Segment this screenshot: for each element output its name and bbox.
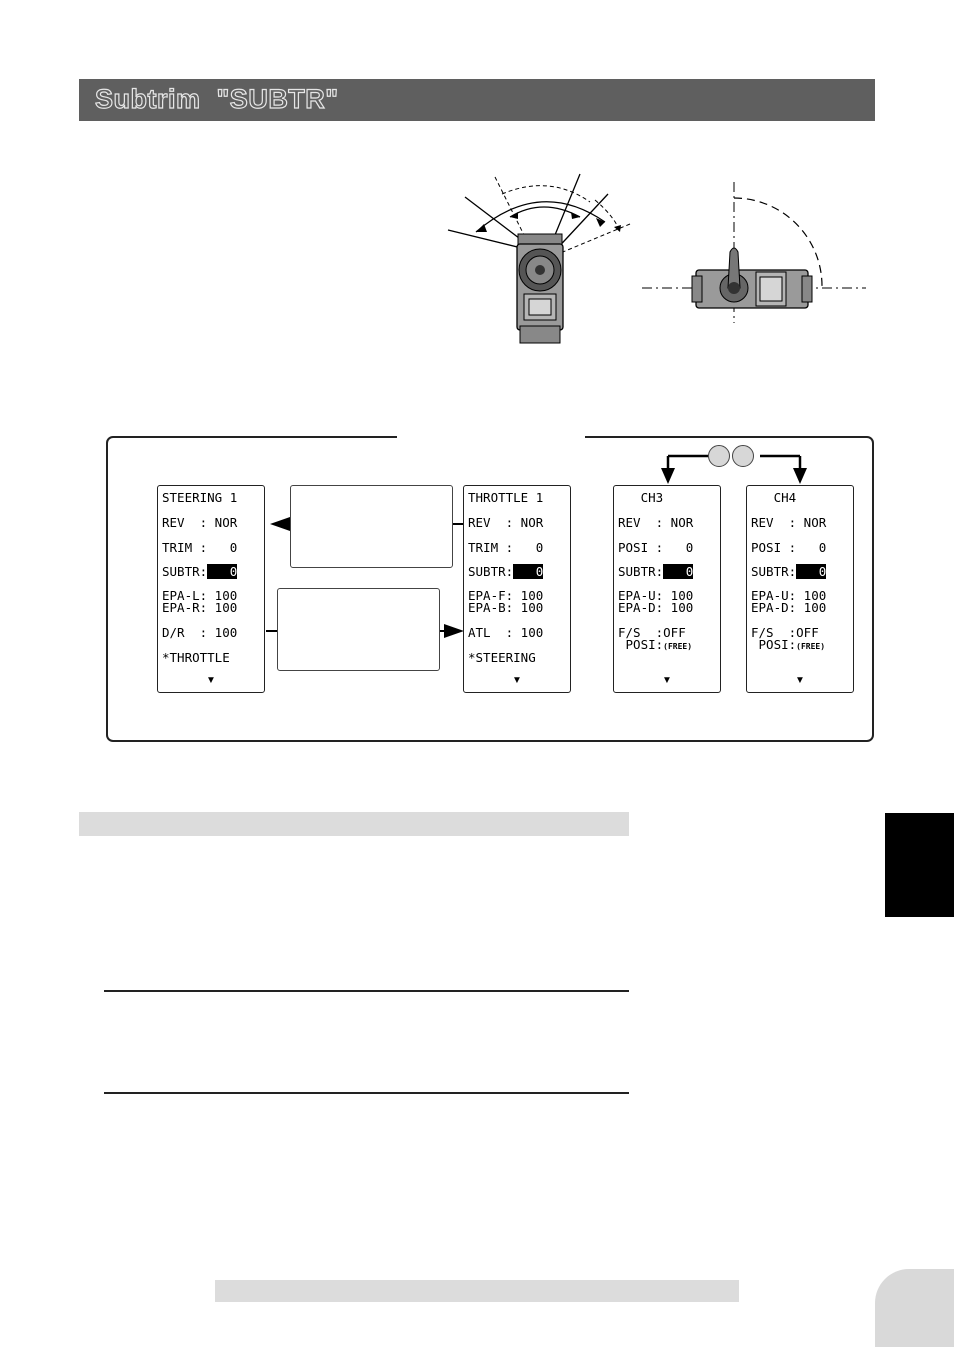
lcd-row: REV : NOR bbox=[618, 515, 694, 530]
callout-box-steering bbox=[290, 485, 453, 568]
lcd-row: REV : NOR bbox=[751, 515, 827, 530]
lcd-screen-ch4: CH4 REV : NOR POSI : 0 SUBTR: 0 EPA-U: 1… bbox=[746, 485, 854, 693]
servo-neutral-illustration bbox=[642, 182, 866, 323]
lcd-screen-ch3: CH3 REV : NOR POSI : 0 SUBTR: 0 EPA-U: 1… bbox=[613, 485, 721, 693]
lcd-row: CH4 bbox=[751, 490, 797, 505]
scroll-down-icon: ▼ bbox=[662, 675, 672, 686]
lcd-row: POSI:(FREE) bbox=[751, 637, 826, 653]
lcd-row: EPA-D: 100 bbox=[618, 600, 694, 615]
subtrim-label: SUBTR: bbox=[618, 564, 664, 579]
page-number-tab bbox=[875, 1269, 954, 1347]
lcd-row: TRIM : 0 bbox=[468, 540, 544, 555]
indicator-circle-left bbox=[708, 445, 730, 467]
lcd-row: EPA-U: 100 bbox=[751, 588, 827, 603]
lcd-row: F/S :OFF bbox=[751, 625, 819, 640]
lcd-row-subtrim: SUBTR: 0 bbox=[162, 564, 238, 579]
divider-rule bbox=[104, 990, 629, 992]
subtrim-value: 0 bbox=[513, 564, 544, 579]
lcd-row: EPA-L: 100 bbox=[162, 588, 238, 603]
lcd-screen-throttle: THROTTLE 1 REV : NOR TRIM : 0 SUBTR: 0 E… bbox=[463, 485, 571, 693]
lcd-row: ATL : 100 bbox=[468, 625, 544, 640]
failsafe-free-label: (FREE) bbox=[796, 642, 826, 651]
callout-box-throttle bbox=[277, 588, 440, 671]
posi-label: POSI: bbox=[618, 637, 664, 652]
lcd-row-subtrim: SUBTR: 0 bbox=[468, 564, 544, 579]
subtrim-value: 0 bbox=[796, 564, 827, 579]
lcd-row: EPA-U: 100 bbox=[618, 588, 694, 603]
lcd-row: *STEERING bbox=[468, 650, 536, 665]
chapter-side-tab bbox=[885, 813, 954, 917]
scroll-down-icon: ▼ bbox=[512, 675, 522, 686]
lcd-row: STEERING 1 bbox=[162, 490, 238, 505]
subtrim-value: 0 bbox=[207, 564, 238, 579]
subtrim-label: SUBTR: bbox=[162, 564, 208, 579]
subtrim-label: SUBTR: bbox=[468, 564, 514, 579]
lcd-row: EPA-R: 100 bbox=[162, 600, 238, 615]
scroll-down-icon: ▼ bbox=[206, 675, 216, 686]
indicator-circle-right bbox=[732, 445, 754, 467]
servo-rotation-illustration bbox=[447, 173, 631, 344]
footer-band bbox=[215, 1280, 739, 1302]
lcd-row: POSI:(FREE) bbox=[618, 637, 693, 653]
lcd-row: TRIM : 0 bbox=[162, 540, 238, 555]
lcd-row: REV : NOR bbox=[468, 515, 544, 530]
lcd-row: *THROTTLE bbox=[162, 650, 230, 665]
subtrim-value: 0 bbox=[663, 564, 694, 579]
page-title: Subtrim "SUBTR" bbox=[94, 83, 339, 114]
posi-label: POSI: bbox=[751, 637, 797, 652]
lcd-row-subtrim: SUBTR: 0 bbox=[751, 564, 827, 579]
lcd-row: CH3 bbox=[618, 490, 664, 505]
lcd-row: THROTTLE 1 bbox=[468, 490, 544, 505]
lcd-row-subtrim: SUBTR: 0 bbox=[618, 564, 694, 579]
subtrim-label: SUBTR: bbox=[751, 564, 797, 579]
screen-connectors bbox=[266, 454, 807, 638]
subsection-header-band bbox=[79, 812, 629, 836]
lcd-row: EPA-D: 100 bbox=[751, 600, 827, 615]
scroll-down-icon: ▼ bbox=[795, 675, 805, 686]
lcd-row: POSI : 0 bbox=[618, 540, 694, 555]
section-title-bar: Subtrim "SUBTR" bbox=[79, 79, 875, 121]
frame-title-gap bbox=[397, 430, 585, 442]
lcd-row: REV : NOR bbox=[162, 515, 238, 530]
lcd-row: D/R : 100 bbox=[162, 625, 238, 640]
divider-rule bbox=[104, 1092, 629, 1094]
lcd-row: EPA-B: 100 bbox=[468, 600, 544, 615]
failsafe-free-label: (FREE) bbox=[663, 642, 693, 651]
lcd-row: POSI : 0 bbox=[751, 540, 827, 555]
lcd-screen-steering: STEERING 1 REV : NOR TRIM : 0 SUBTR: 0 E… bbox=[157, 485, 265, 693]
lcd-row: F/S :OFF bbox=[618, 625, 686, 640]
lcd-row: EPA-F: 100 bbox=[468, 588, 544, 603]
